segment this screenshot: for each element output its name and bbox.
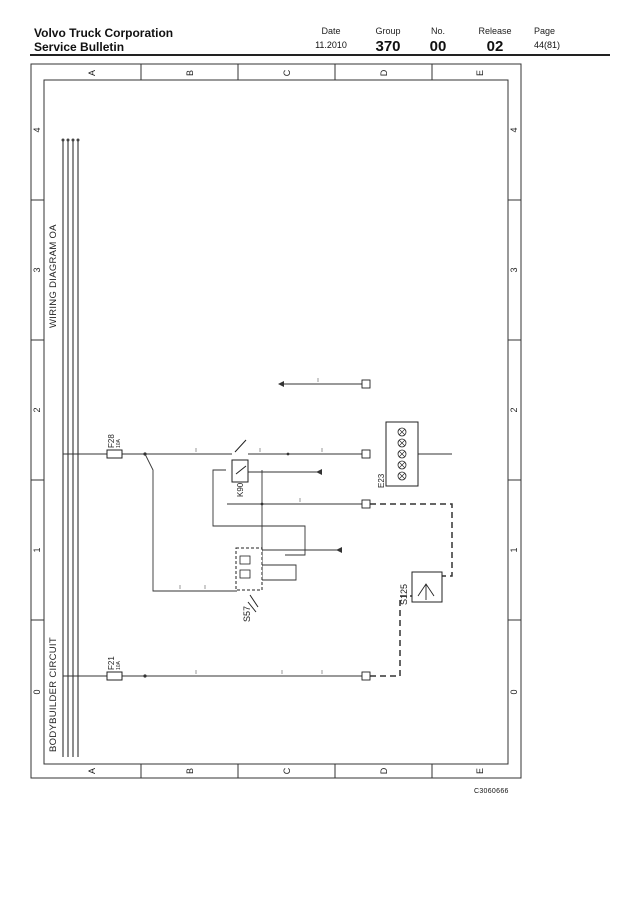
date-value: 11.2010 xyxy=(315,40,347,50)
page-label: Page xyxy=(534,26,556,36)
page-header: Volvo Truck Corporation Service Bulletin… xyxy=(0,0,638,56)
fuse-f28-label: F28 xyxy=(107,434,116,448)
col-label-bottom: A xyxy=(87,768,97,774)
release-label: Release xyxy=(478,26,512,36)
number-cell: No. 00 xyxy=(420,26,456,55)
col-label-top: B xyxy=(185,70,195,76)
fuse-f21-icon xyxy=(106,671,123,681)
company-block: Volvo Truck Corporation Service Bulletin xyxy=(34,26,173,54)
header-rule xyxy=(30,54,610,56)
lamp-e23: E23 xyxy=(377,421,419,488)
col-label-bottom: B xyxy=(185,768,195,774)
switch-s57: S57 xyxy=(235,547,263,622)
release-cell: Release 02 xyxy=(472,26,518,55)
row-label-right: 0 xyxy=(509,689,519,694)
col-label-bottom: E xyxy=(475,768,485,774)
date-cell: Date 11.2010 xyxy=(306,26,356,50)
row-label-right: 2 xyxy=(509,407,519,412)
number-label: No. xyxy=(430,26,445,36)
relay-k90: K90 xyxy=(231,439,249,497)
company-name: Volvo Truck Corporation xyxy=(34,26,174,40)
power-bus xyxy=(62,140,79,757)
page-cell: Page 44(81) xyxy=(534,26,574,50)
switch-s125: S125 xyxy=(399,571,443,605)
col-label-bottom: C xyxy=(282,767,292,774)
date-label: Date xyxy=(321,26,341,36)
group-cell: Group 370 xyxy=(366,26,410,55)
switch-icon xyxy=(235,547,263,591)
col-label-top: A xyxy=(87,70,97,76)
release-value: 02 xyxy=(486,38,504,55)
wires xyxy=(63,383,452,677)
row-label-right: 1 xyxy=(509,547,519,552)
group-label: Group xyxy=(375,26,401,36)
col-label-top: D xyxy=(379,69,389,76)
bodybuilder-circuit-title: BODYBUILDER CIRCUIT xyxy=(48,637,59,752)
row-label-left: 4 xyxy=(32,127,42,132)
col-label-top: E xyxy=(475,70,485,76)
lamp-e23-label: E23 xyxy=(377,473,386,488)
fuse-f21-rating: 10A xyxy=(116,660,122,670)
document-type: Service Bulletin xyxy=(34,40,125,54)
fuse-f21-label: F21 xyxy=(107,656,116,670)
connectors xyxy=(361,379,371,681)
fuse-f28-icon xyxy=(106,449,123,459)
document-id: C3060666 xyxy=(474,788,509,795)
page-value: 44(81) xyxy=(534,40,561,50)
fuse-f28-rating: 10A xyxy=(116,438,122,448)
group-value: 370 xyxy=(375,38,401,55)
col-label-bottom: D xyxy=(379,767,389,774)
switch-s57-label: S57 xyxy=(242,606,252,622)
row-label-right: 3 xyxy=(509,267,519,272)
number-value: 00 xyxy=(429,38,447,55)
wiring-diagram-title: WIRING DIAGRAM OA xyxy=(48,224,59,328)
row-label-right: 4 xyxy=(509,127,519,132)
row-label-left: 1 xyxy=(32,547,42,552)
row-label-left: 2 xyxy=(32,407,42,412)
switch-icon xyxy=(411,571,443,603)
switch-s125-label: S125 xyxy=(399,584,409,605)
relay-k90-label: K90 xyxy=(236,482,245,497)
col-label-top: C xyxy=(282,69,292,76)
row-label-left: 0 xyxy=(32,689,42,694)
row-label-left: 3 xyxy=(32,267,42,272)
diagram-frame xyxy=(30,63,522,779)
